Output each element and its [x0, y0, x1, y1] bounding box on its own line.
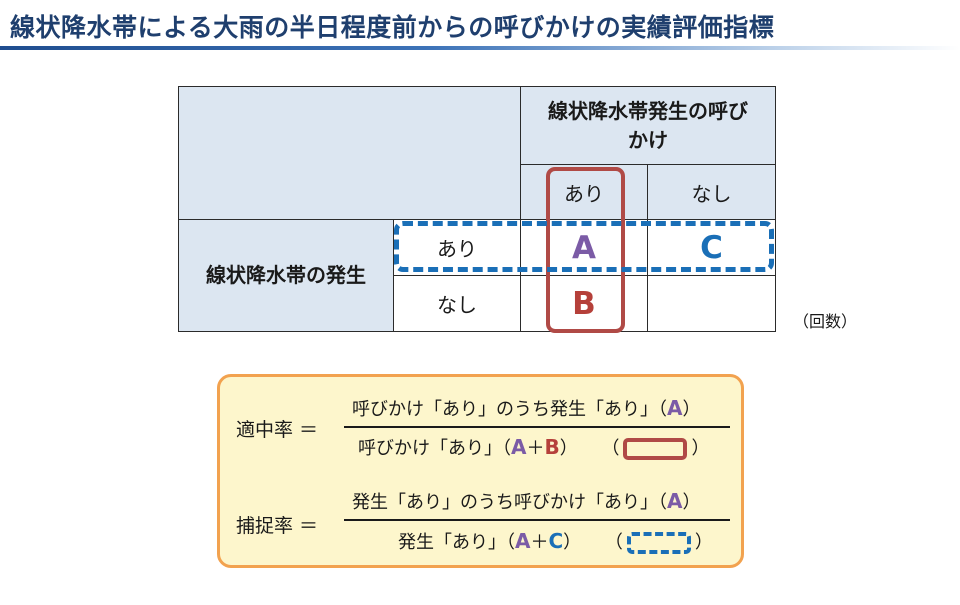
capture-rate-denominator-close: ）: [563, 532, 582, 553]
cell-a-letter: A: [572, 229, 596, 266]
capture-rate-numerator-close: ）: [682, 492, 701, 513]
row-no-label: なし: [437, 293, 477, 317]
red-frame-key-icon: [623, 438, 688, 460]
page-title: 線状降水帯による大雨の半日程度前からの呼びかけの実績評価指標: [10, 13, 775, 42]
row-yes-label: あり: [437, 237, 477, 261]
row-no-header: なし: [393, 275, 521, 332]
hit-rate-denominator: 呼びかけ「あり」（A＋B） （）: [358, 434, 709, 460]
cell-empty: [647, 275, 776, 332]
capture-rate-numerator-text: 発生「あり」のうち呼びかけ「あり」（: [352, 492, 667, 513]
cell-a: A: [520, 219, 648, 276]
column-header-label: 線状降水帯発生の呼びかけ: [548, 98, 748, 152]
capture-rate-numerator-a: A: [667, 489, 683, 513]
column-yes-header: あり: [520, 164, 648, 220]
hit-rate-key-open: （: [601, 438, 620, 459]
capture-rate-denominator: 発生「あり」（A＋C） （）: [398, 528, 713, 554]
hit-rate-label: 適中率 ＝: [236, 419, 319, 441]
capture-rate-denominator-plus: ＋: [530, 532, 549, 553]
row-header-label: 線状降水帯の発生: [206, 263, 366, 287]
column-no-label: なし: [691, 181, 732, 206]
hit-rate-denominator-plus: ＋: [526, 438, 545, 459]
capture-rate-key-close: ）: [694, 532, 713, 553]
blue-frame-key-icon: [626, 532, 691, 554]
hit-rate-numerator-text: 呼びかけ「あり」のうち発生「あり」（: [352, 399, 667, 420]
row-header: 線状降水帯の発生: [178, 219, 394, 332]
hit-rate-denominator-close: ）: [559, 438, 578, 459]
hit-rate-key-close: ）: [691, 438, 710, 459]
column-no-header: なし: [647, 164, 776, 220]
capture-rate-fraction-bar: [344, 519, 730, 521]
capture-rate-denominator-c: C: [548, 529, 564, 553]
cell-c: C: [647, 219, 776, 276]
column-yes-label: あり: [564, 181, 604, 206]
row-yes-header: あり: [393, 219, 521, 276]
cell-b: B: [520, 275, 648, 332]
capture-rate-denominator-a: A: [515, 529, 531, 553]
capture-rate-denominator-text: 発生「あり」（: [398, 532, 515, 553]
hit-rate-numerator-close: ）: [682, 399, 701, 420]
column-header: 線状降水帯発生の呼びかけ: [520, 86, 776, 165]
cell-b-letter: B: [572, 285, 596, 322]
hit-rate-denominator-text: 呼びかけ「あり」（: [358, 438, 511, 459]
capture-rate-label: 捕捉率 ＝: [236, 515, 319, 537]
capture-rate-key-open: （: [604, 532, 623, 553]
unit-note: （回数）: [793, 312, 858, 331]
hit-rate-numerator: 呼びかけ「あり」のうち発生「あり」（A）: [352, 395, 700, 421]
hit-rate-numerator-a: A: [667, 396, 683, 420]
hit-rate-denominator-b: B: [544, 435, 560, 459]
title-underline: [0, 46, 960, 50]
cell-c-letter: C: [700, 229, 723, 266]
formula-box: 適中率 ＝ 呼びかけ「あり」のうち発生「あり」（A） 呼びかけ「あり」（A＋B）…: [217, 374, 744, 568]
hit-rate-denominator-a: A: [511, 435, 527, 459]
top-left-empty-cell: [178, 86, 521, 220]
hit-rate-fraction-bar: [344, 426, 730, 428]
capture-rate-numerator: 発生「あり」のうち呼びかけ「あり」（A）: [352, 488, 700, 514]
